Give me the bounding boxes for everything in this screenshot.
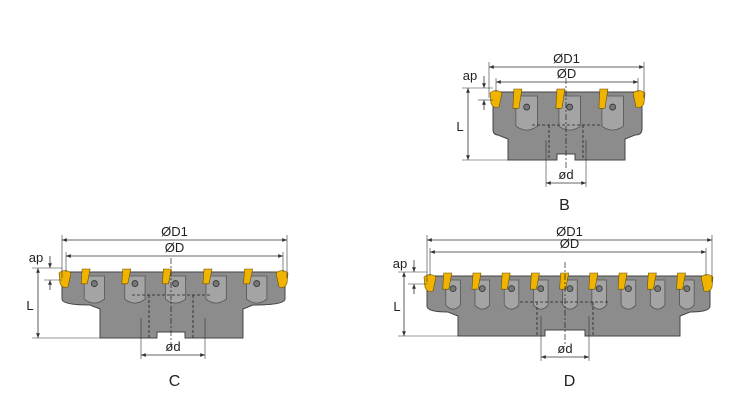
- insert: [500, 272, 511, 290]
- screw-icon: [523, 103, 531, 111]
- screw-icon: [172, 280, 179, 287]
- ap-label: ap: [393, 256, 407, 271]
- screw-icon: [253, 280, 261, 287]
- insert-pocket: [601, 95, 624, 131]
- insert-pocket: [83, 275, 105, 304]
- insert: [442, 272, 453, 290]
- insert: [700, 274, 714, 292]
- length-label: L: [393, 299, 400, 314]
- cutter-caption: D: [564, 373, 576, 390]
- screw-icon: [212, 280, 220, 287]
- insert: [121, 268, 132, 285]
- insert: [676, 272, 686, 290]
- insert: [471, 272, 482, 290]
- screw-icon: [683, 285, 691, 293]
- insert: [632, 90, 646, 108]
- insert-pocket: [124, 275, 146, 304]
- d-label: ØD: [560, 236, 580, 251]
- screw-icon: [508, 285, 515, 293]
- insert: [512, 88, 523, 109]
- insert: [530, 272, 540, 290]
- screw-icon: [90, 280, 98, 287]
- cutter-body: [61, 271, 286, 339]
- screw-icon: [595, 285, 603, 293]
- screw-icon: [537, 285, 545, 293]
- hidden-lines: [132, 294, 210, 338]
- insert: [275, 270, 289, 288]
- d-label: ØD: [557, 66, 577, 81]
- insert: [598, 88, 609, 109]
- insert: [588, 272, 599, 290]
- screw-icon: [566, 285, 574, 293]
- ap-label: ap: [463, 68, 477, 83]
- insert-pocket: [164, 275, 187, 304]
- d1-label: ØD1: [556, 224, 583, 239]
- screw-icon: [654, 285, 662, 293]
- bore-label: ød: [165, 339, 180, 354]
- insert: [80, 268, 91, 285]
- d1-label: ØD1: [553, 51, 580, 66]
- insert: [162, 268, 172, 285]
- insert: [559, 272, 570, 290]
- insert-pocket: [246, 275, 268, 304]
- length-label: L: [456, 119, 463, 134]
- length-label: L: [26, 298, 33, 313]
- bore-label: ød: [558, 167, 573, 182]
- insert-pocket: [515, 95, 538, 131]
- insert-pocket: [558, 95, 581, 131]
- cutter-caption: B: [559, 197, 570, 214]
- screw-icon: [566, 103, 574, 111]
- screw-icon: [478, 285, 486, 293]
- screw-icon: [449, 285, 457, 293]
- ap-label: ap: [29, 250, 43, 265]
- screw-icon: [609, 103, 617, 111]
- insert-pocket: [205, 275, 227, 304]
- screw-icon: [625, 285, 632, 293]
- insert: [202, 268, 213, 285]
- d1-label: ØD1: [161, 224, 188, 239]
- screw-icon: [131, 280, 139, 287]
- insert: [489, 90, 503, 108]
- insert: [243, 268, 253, 285]
- cutter-caption: C: [169, 373, 181, 390]
- insert: [617, 272, 628, 290]
- bore-label: ød: [557, 341, 572, 356]
- d-label: ØD: [165, 240, 185, 255]
- insert: [555, 88, 566, 109]
- hidden-lines: [532, 124, 600, 160]
- insert: [647, 272, 657, 290]
